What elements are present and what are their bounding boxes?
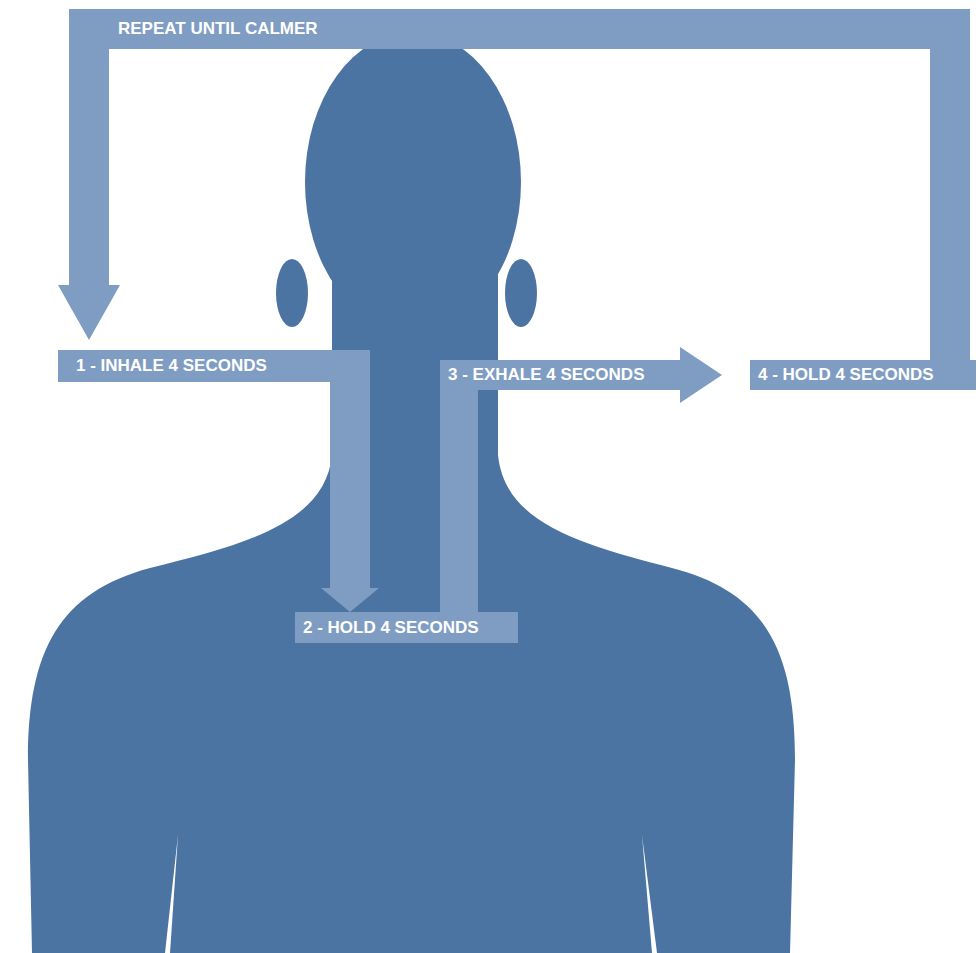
step-label: 1 - INHALE 4 SECONDS xyxy=(76,350,370,382)
arrow-head xyxy=(680,347,722,403)
flow-arrow xyxy=(58,29,950,360)
arrow-shaft xyxy=(89,29,950,360)
arrow-head xyxy=(321,588,379,612)
step-band: 1 - INHALE 4 SECONDS xyxy=(58,350,370,382)
arrow-head xyxy=(58,285,120,340)
flow-arrow xyxy=(680,347,722,403)
arm-gap xyxy=(165,835,178,953)
step-band: 4 - HOLD 4 SECONDS xyxy=(750,360,976,390)
right-ear xyxy=(505,259,537,327)
step-label: 2 - HOLD 4 SECONDS xyxy=(303,612,518,643)
flow-arrow xyxy=(459,390,460,612)
arm-gap xyxy=(642,835,657,953)
step-label: 3 - EXHALE 4 SECONDS xyxy=(448,360,680,390)
step-band: 3 - EXHALE 4 SECONDS xyxy=(440,360,680,390)
step-label: 4 - HOLD 4 SECONDS xyxy=(758,360,976,390)
step-band: 2 - HOLD 4 SECONDS xyxy=(295,612,518,643)
torso-shape xyxy=(28,455,795,953)
arrow-shaft xyxy=(330,382,370,589)
flow-arrow xyxy=(321,382,379,612)
left-ear xyxy=(276,259,308,327)
arrow-shaft xyxy=(440,390,478,612)
loop-label: REPEAT UNTIL CALMER xyxy=(118,18,318,40)
